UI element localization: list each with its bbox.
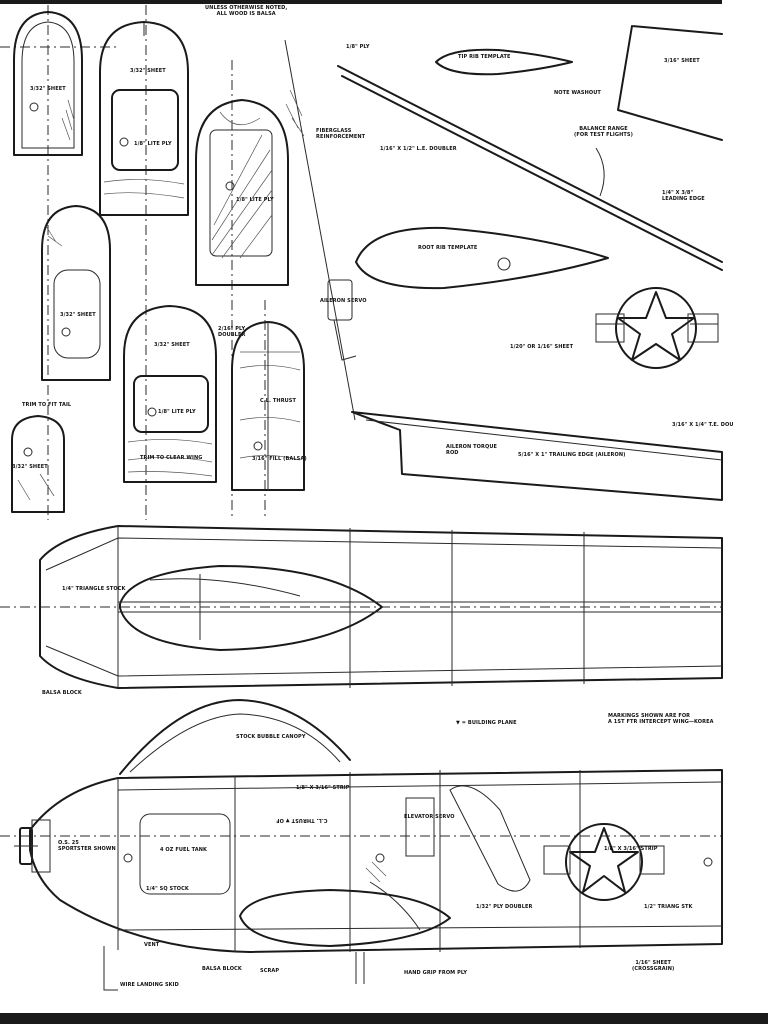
tip-template-label: TIP RIB TEMPLATE — [458, 54, 511, 60]
f2-ply-label: 1/8" LITE PLY — [134, 141, 172, 147]
former-f4 — [41, 205, 111, 381]
root-template-label: ROOT RIB TEMPLATE — [418, 245, 478, 251]
building-plane-note: ▼ = BUILDING PLANE — [456, 720, 517, 726]
side-balsa-block-label: BALSA BLOCK — [202, 966, 242, 972]
sq-stock-label: 1/4" SQ STOCK — [146, 886, 189, 892]
former-f1 — [13, 11, 83, 156]
washout-label: NOTE WASHOUT — [554, 90, 601, 96]
canopy-label: STOCK BUBBLE CANOPY — [236, 734, 306, 740]
former-f3 — [195, 99, 289, 286]
f4-sheet-label: 3/32" SHEET — [60, 312, 96, 318]
wing-panel — [284, 25, 723, 501]
balance-label: BALANCE RANGE (FOR TEST FLIGHTS) — [574, 126, 633, 138]
f5-sheet-label: 3/32" SHEET — [154, 342, 190, 348]
le-doubler-label: 1/16" X 1/2" L.E. DOUBLER — [380, 146, 457, 152]
bottom-border — [0, 1013, 768, 1024]
side-strip-right-label: 1/8" X 3/16" STRIP — [604, 846, 658, 852]
scrap-label: SCRAP — [260, 968, 280, 974]
tip-sheet-label: 3/16" SHEET — [664, 58, 700, 64]
f7-sheet-label: 3/32" SHEET — [12, 464, 48, 470]
fuel-tank-label: 4 OZ FUEL TANK — [160, 847, 208, 853]
engine-spinner — [14, 819, 51, 873]
f6-ply-label: 2/16" PLY DOUBLER — [218, 326, 246, 338]
ply-doubler-label: 1/32" PLY DOUBLER — [476, 904, 533, 910]
trailing-edge-label: 5/16" X 1" TRAILING EDGE (AILERON) — [518, 452, 626, 458]
national-insignia-fuselage — [543, 823, 665, 901]
fuselage-side-view — [29, 699, 723, 991]
former-f2 — [99, 21, 189, 216]
f2-sheet-label: 3/32" SHEET — [130, 68, 166, 74]
landing-skid-label: WIRE LANDING SKID — [120, 982, 179, 988]
former-f5 — [123, 305, 217, 483]
f5-trim-label: TRIM TO CLEAR WING — [140, 455, 203, 461]
elevator-servo-label: ELEVATOR SERVO — [404, 814, 455, 820]
vent-label: VENT — [144, 942, 160, 948]
triangle-stock-label: 1/4" TRIANGLE STOCK — [62, 586, 126, 592]
fiberglass-label: FIBERGLASS REINFORCEMENT — [316, 128, 366, 140]
triang-stk-label: 1/2" TRIANG STK — [644, 904, 693, 910]
f7-trim-label: TRIM TO FIT TAIL — [22, 402, 72, 408]
former-f6 — [231, 321, 305, 491]
crossgrain-sheet-label: 1/16" SHEET (CROSSGRAIN) — [632, 960, 675, 972]
wing-sheeting-label: 1/20" OR 1/16" SHEET — [510, 344, 574, 350]
top-border — [0, 0, 722, 4]
hand-grip-label: HAND GRIP FROM PLY — [404, 970, 468, 976]
f6-balsa-label: 3/16" FILL (BALSA) — [252, 456, 307, 462]
markings-note: MARKINGS SHOWN ARE FOR A 1ST FTR INTERCE… — [608, 713, 714, 725]
top-balsa-block-label: BALSA BLOCK — [42, 690, 82, 696]
f6-thrust-label: C.L. THRUST — [260, 398, 297, 404]
engine-label: O.S. 25 SPORTSTER SHOWN — [58, 840, 116, 852]
torque-rod-label: AILERON TORQUE ROD — [446, 444, 497, 456]
aileron-servo-label: AILERON SERVO — [320, 298, 367, 304]
f1-sheet-label: 3/32" SHEET — [30, 86, 66, 92]
national-insignia-wing — [595, 287, 719, 369]
former-f7 — [11, 415, 65, 513]
general-note: UNLESS OTHERWISE NOTED, ALL WOOD IS BALS… — [205, 5, 288, 17]
wing-ply-label: 1/8" PLY — [346, 44, 370, 50]
f3-ply-label: 1/8" LITE PLY — [236, 197, 274, 203]
f5-ply-label: 1/8" LITE PLY — [158, 409, 196, 415]
fuselage-top-view — [39, 525, 723, 689]
thrust-upside-label: C.L. THRUST ▼ OF — [276, 817, 328, 823]
leading-edge-label: 1/4" X 3/8" LEADING EDGE — [662, 190, 705, 202]
side-strip-top-label: 1/8" X 3/16" STRIP — [296, 785, 350, 791]
te-doubler-label: 3/16" X 1/4" T.E. DOU — [672, 422, 734, 428]
